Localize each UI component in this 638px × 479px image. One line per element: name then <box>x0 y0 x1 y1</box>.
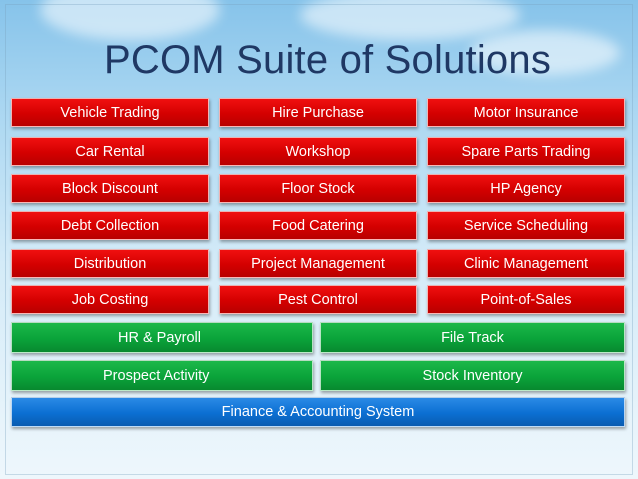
slide-title: PCOM Suite of Solutions <box>104 38 552 82</box>
module-block-discount: Block Discount <box>11 174 209 203</box>
module-prospect-activity: Prospect Activity <box>11 360 313 391</box>
module-service-scheduling: Service Scheduling <box>427 211 625 240</box>
module-car-rental: Car Rental <box>11 137 209 166</box>
module-hire-purchase: Hire Purchase <box>219 98 417 127</box>
cloud-decoration <box>300 0 520 40</box>
module-food-catering: Food Catering <box>219 211 417 240</box>
module-pest-control: Pest Control <box>219 285 417 314</box>
module-floor-stock: Floor Stock <box>219 174 417 203</box>
module-workshop: Workshop <box>219 137 417 166</box>
module-point-of-sales: Point-of-Sales <box>427 285 625 314</box>
module-vehicle-trading: Vehicle Trading <box>11 98 209 127</box>
module-motor-insurance: Motor Insurance <box>427 98 625 127</box>
slide-frame <box>5 4 633 475</box>
module-distribution: Distribution <box>11 249 209 278</box>
module-file-track: File Track <box>320 322 625 353</box>
module-hp-agency: HP Agency <box>427 174 625 203</box>
module-project-management: Project Management <box>219 249 417 278</box>
cloud-decoration <box>470 30 620 75</box>
module-hr-payroll: HR & Payroll <box>11 322 313 353</box>
module-spare-parts-trading: Spare Parts Trading <box>427 137 625 166</box>
module-job-costing: Job Costing <box>11 285 209 314</box>
module-debt-collection: Debt Collection <box>11 211 209 240</box>
module-finance-accounting: Finance & Accounting System <box>11 397 625 427</box>
module-stock-inventory: Stock Inventory <box>320 360 625 391</box>
module-clinic-management: Clinic Management <box>427 249 625 278</box>
